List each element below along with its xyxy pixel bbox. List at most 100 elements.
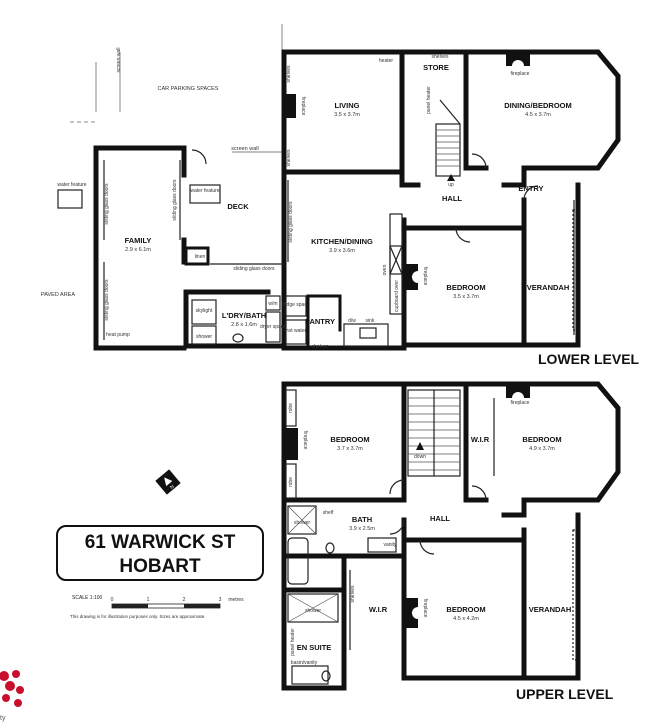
bed2-dims: 4.9 x 3.7m (529, 446, 555, 452)
disclaimer: This drawing is for illustration purpose… (70, 614, 206, 619)
lower-verandah-name: VERANDAH (527, 283, 570, 292)
water-feature-left-label: water feature (57, 182, 86, 188)
bed1-robe-1-label: robe (288, 403, 294, 413)
water-feature-left (57, 189, 83, 209)
dryer-space (265, 311, 281, 343)
family-room-name: FAMILY (125, 236, 152, 245)
bath-shelf-label: shelf (323, 510, 334, 516)
bed2-door-swing (471, 485, 487, 501)
scale-tick-1: 1 (147, 597, 150, 603)
family-wall-left (93, 145, 187, 351)
bath-shower-label: shower (294, 520, 310, 526)
bed1-name: BEDROOM (330, 435, 369, 444)
bathtub (287, 537, 309, 585)
dining-walls (463, 49, 621, 171)
dryer-label: dryer space (260, 324, 286, 330)
scale-tick-3: 3 (219, 597, 222, 603)
entry-door-swing (523, 185, 539, 201)
heat-pump-label: heat pump (106, 332, 130, 338)
hws-label: hot water (286, 328, 307, 334)
dining-fireplace-hearth (512, 60, 524, 66)
ensuite-toilet (321, 670, 331, 682)
bath-door-swing (389, 519, 405, 535)
bath-name: BATH (352, 515, 372, 524)
living-heater-label: heater (379, 58, 394, 64)
living-room-dims: 3.5 x 3.7m (334, 112, 360, 118)
lower-stairs (435, 99, 461, 177)
cupboard-label: cupboard over (394, 280, 400, 312)
bed1-door-swing (389, 479, 405, 495)
pantry-name: PANTRY (305, 317, 335, 326)
wir1-name: W.I.R (471, 435, 490, 444)
sliding-doors-4-label: sliding glass doors (288, 201, 294, 243)
lower-shower (191, 325, 217, 345)
lower-bedroom-name: BEDROOM (446, 283, 485, 292)
lower-bedroom-dims: 3.5 x 3.7m (453, 294, 479, 300)
ensuite-name: EN SUITE (297, 643, 332, 652)
bed1-fireplace-label: fireplace (302, 431, 308, 450)
bed2-fireplace-label: fireplace (511, 400, 530, 406)
bed1-robe-1 (285, 389, 297, 427)
brand-logo (0, 670, 24, 707)
store-shelves-label: shelves (432, 54, 449, 60)
kitchen-cooktop (389, 245, 403, 275)
kitchen-room-dims: 3.9 x 3.6m (329, 248, 355, 254)
sliding-doors-3-label: sliding glass doors (172, 179, 178, 221)
skylight-label: skylight (196, 308, 213, 314)
paved-area-label: PAVED AREA (41, 292, 75, 298)
upper-stairs-down-label: down (414, 454, 426, 460)
scale-bar (111, 603, 221, 609)
verandah-rail-posts (572, 209, 577, 331)
water-feature-right (189, 184, 221, 204)
lower-toilet (232, 333, 244, 343)
bed1-robe-2 (285, 463, 297, 499)
compass-label: N (169, 484, 176, 491)
wm-label: w/m (268, 301, 277, 307)
deck-door-swing (191, 149, 207, 165)
wir2-shelves-label: shelves (350, 585, 356, 602)
lower-bedroom-door-swing (455, 227, 471, 243)
bed3-dims: 4.5 x 4.2m (453, 616, 479, 622)
upper-stairs (407, 389, 461, 477)
bath-shower-cross-2 (287, 505, 317, 535)
hall-lower-name: HALL (442, 194, 462, 203)
bed3-name: BEDROOM (446, 605, 485, 614)
ensuite-shower-label: shower (305, 608, 321, 614)
hot-water (285, 319, 307, 345)
bath-vanity (367, 537, 397, 553)
dining-room-name: DINING/BEDROOM (504, 101, 572, 110)
scale-tick-2: 2 (183, 597, 186, 603)
bed2-fireplace-hearth (512, 392, 524, 398)
ensuite-shower (287, 593, 339, 623)
lower-shower-label: shower (196, 334, 212, 340)
bath-toilet (325, 542, 335, 554)
bed2-name: BEDROOM (522, 435, 561, 444)
fridge-space (285, 295, 307, 317)
scale-label: SCALE 1:100 (72, 595, 103, 601)
panel-heater-label: panel heater (426, 86, 432, 114)
scale-unit: metres (228, 597, 244, 603)
living-shelves-2-label: shelves (286, 149, 292, 166)
upper-verandah-rail (572, 529, 577, 661)
bed1-fireplace-hearth (298, 437, 304, 449)
store-room-name: STORE (423, 63, 449, 72)
bed3-fireplace-hearth (412, 607, 418, 619)
screen-wall-label: screen wall (231, 146, 259, 152)
screen-wall-top-label: screen wall (116, 47, 122, 72)
wir2-name: W.I.R (369, 605, 388, 614)
bed2-walls (463, 381, 621, 503)
oven-label: oven (382, 264, 388, 275)
kitchen-room-name: KITCHEN/DINING (311, 237, 373, 246)
deck-label: DECK (227, 202, 249, 211)
laundry-room-dims: 2.8 x 1.6m (231, 322, 257, 328)
ensuite-vanity (291, 665, 329, 685)
brand-logo-text: ty (0, 715, 6, 722)
living-room-name: LIVING (334, 101, 359, 110)
address-box: 61 WARWICK ST HOBART (56, 525, 264, 581)
ensuite-shower-cross-2 (287, 593, 339, 623)
address-line-1: 61 WARWICK ST (84, 532, 236, 553)
bed1-robe-2-label: robe (288, 477, 294, 487)
fridge-label: fridge space (282, 302, 309, 308)
skylight (191, 299, 217, 325)
